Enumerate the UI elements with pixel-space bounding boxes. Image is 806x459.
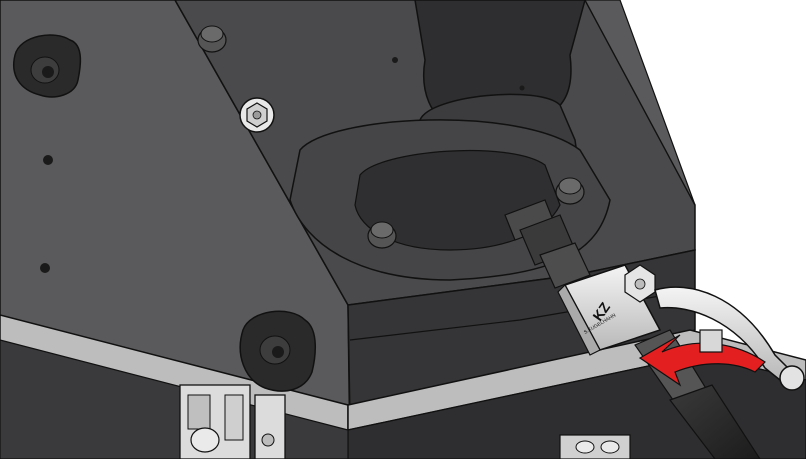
bolt-lower [367,221,397,249]
latch-left [179,384,251,459]
rail-bracket [699,329,723,353]
star-knob-lower [239,310,316,392]
mount-hole [392,57,398,63]
latch-bottom-center [559,434,631,459]
valve-lever-handle [654,286,805,391]
bolt-right [555,177,585,205]
latch-right [254,394,286,459]
mount-hole [43,155,53,165]
mount-hole [40,263,50,273]
mount-hole [519,85,525,91]
housing-upper-right [584,0,696,206]
bolt-top [197,25,227,53]
hose-fitting [504,199,591,289]
star-knob-upper [13,34,82,98]
ball-valve: KZ S.KUGELHAHN [557,264,662,356]
hex-nut-washer [239,97,275,133]
